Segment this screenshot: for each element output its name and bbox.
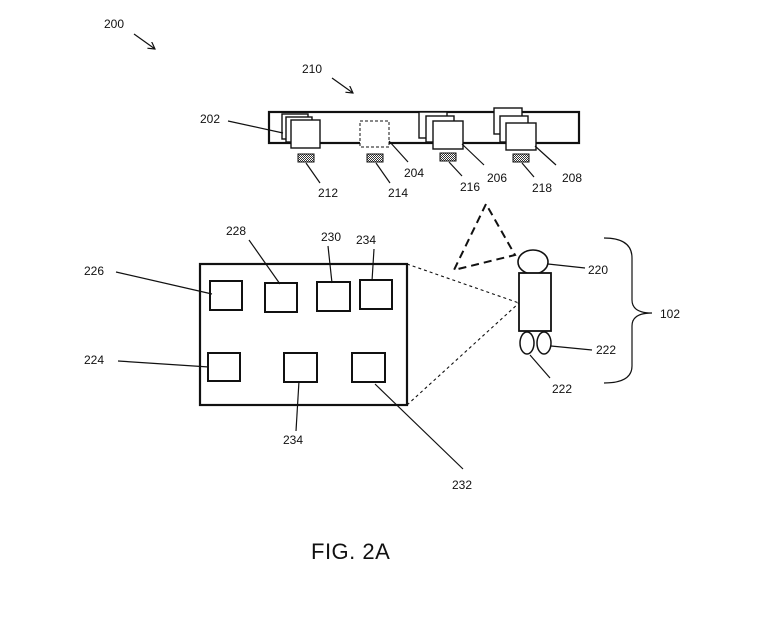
label-230: 230 bbox=[321, 230, 341, 244]
label-212: 212 bbox=[318, 186, 338, 200]
leader-220 bbox=[547, 263, 586, 269]
empty-slot-204 bbox=[359, 120, 390, 148]
tile-224 bbox=[207, 352, 241, 382]
sensor-216 bbox=[439, 152, 457, 162]
camera-view-triangle bbox=[452, 201, 517, 272]
product-206-front bbox=[432, 120, 464, 150]
leader-202 bbox=[227, 120, 284, 134]
leader-228 bbox=[248, 239, 281, 285]
person-foot-right bbox=[536, 331, 552, 355]
tile-234-top bbox=[359, 279, 393, 310]
sensor-212 bbox=[297, 153, 315, 163]
leader-214 bbox=[375, 162, 391, 184]
label-234-bottom: 234 bbox=[283, 433, 303, 447]
arrow-210 bbox=[331, 77, 353, 93]
tile-230 bbox=[316, 281, 351, 312]
leader-224 bbox=[117, 360, 210, 368]
brace-102 bbox=[603, 237, 653, 384]
label-220: 220 bbox=[588, 263, 608, 277]
leader-204 bbox=[388, 140, 409, 163]
product-202-front bbox=[290, 119, 321, 149]
leader-234-top bbox=[371, 248, 375, 282]
label-218: 218 bbox=[532, 181, 552, 195]
leader-208 bbox=[534, 145, 557, 166]
label-222-right: 222 bbox=[596, 343, 616, 357]
leader-234-bottom bbox=[295, 380, 300, 432]
sensor-218 bbox=[512, 153, 530, 163]
view-line-bottom bbox=[406, 302, 520, 406]
label-234-top: 234 bbox=[356, 233, 376, 247]
person-body bbox=[518, 272, 552, 332]
arrow-200 bbox=[133, 33, 155, 49]
person-foot-left bbox=[519, 331, 535, 355]
label-210: 210 bbox=[302, 62, 322, 76]
leader-226 bbox=[115, 271, 213, 295]
tile-232 bbox=[351, 352, 386, 383]
leader-218 bbox=[521, 162, 535, 178]
label-204: 204 bbox=[404, 166, 424, 180]
tile-228 bbox=[264, 282, 298, 313]
tile-226 bbox=[209, 280, 243, 311]
leader-232 bbox=[374, 383, 464, 470]
leader-206 bbox=[461, 143, 485, 166]
label-206: 206 bbox=[487, 171, 507, 185]
figure-caption: FIG. 2A bbox=[311, 539, 390, 564]
label-232: 232 bbox=[452, 478, 472, 492]
leader-212 bbox=[305, 162, 321, 184]
label-226: 226 bbox=[84, 264, 104, 278]
label-208: 208 bbox=[562, 171, 582, 185]
label-224: 224 bbox=[84, 353, 104, 367]
person-head bbox=[517, 249, 549, 275]
shelf-assembly bbox=[267, 107, 581, 163]
label-200: 200 bbox=[104, 17, 124, 31]
display-panel bbox=[198, 262, 409, 407]
label-202: 202 bbox=[200, 112, 220, 126]
label-216: 216 bbox=[460, 180, 480, 194]
label-214: 214 bbox=[388, 186, 408, 200]
leader-230 bbox=[327, 245, 333, 284]
label-222-bottom: 222 bbox=[552, 382, 572, 396]
view-line-top bbox=[406, 263, 520, 304]
person-figure bbox=[517, 249, 552, 355]
tile-234-bottom bbox=[283, 352, 318, 383]
label-228: 228 bbox=[226, 224, 246, 238]
leader-222-right bbox=[550, 345, 593, 351]
leader-222-bottom bbox=[529, 354, 551, 379]
product-208-front bbox=[505, 122, 537, 151]
leader-216 bbox=[448, 161, 463, 177]
sensor-214 bbox=[366, 153, 384, 163]
label-102: 102 bbox=[660, 307, 680, 321]
